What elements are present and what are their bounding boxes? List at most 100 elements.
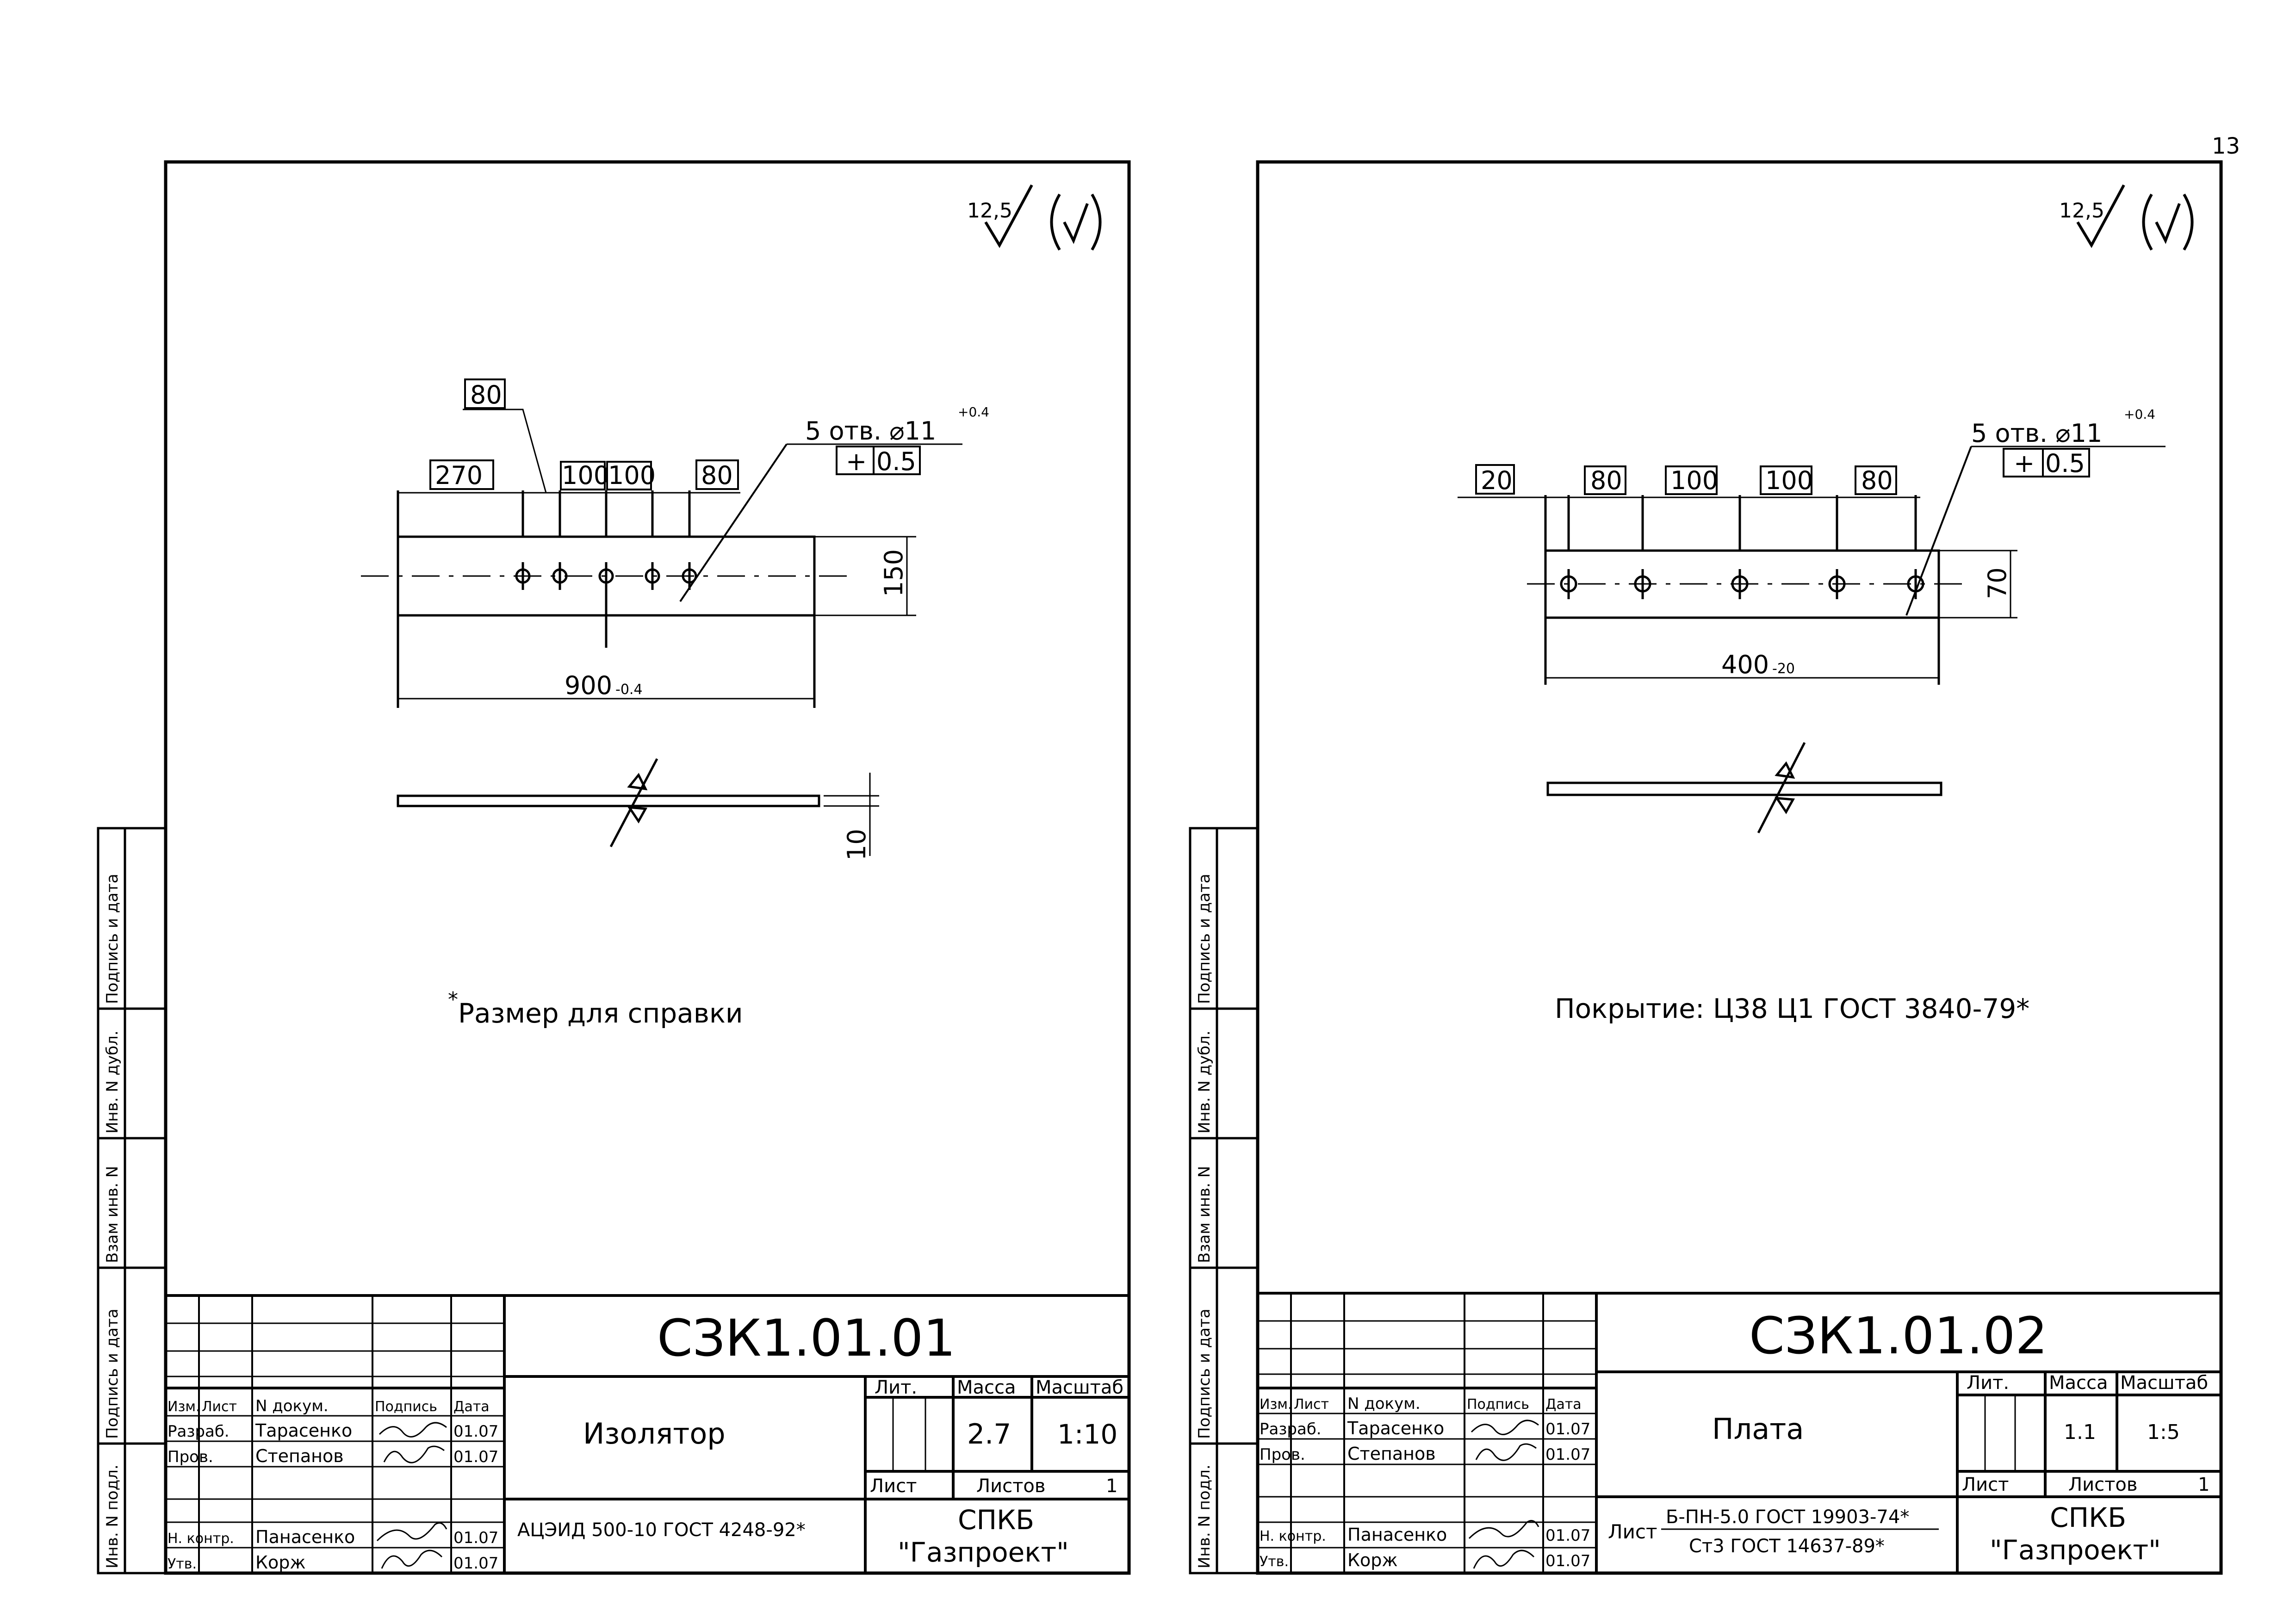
- reference-note-asterisk: *: [448, 988, 458, 1011]
- name-nkontr: Панасенко: [1347, 1525, 1447, 1545]
- role-utv: Утв.: [1260, 1554, 1289, 1570]
- side-stamp-sign-date-1: Подпись и дата: [1195, 1308, 1214, 1439]
- side-stamp-sign-date-2: Подпись и дата: [103, 874, 122, 1004]
- holes-tolerance: +0.4: [958, 404, 989, 420]
- date-utv: 01.07: [453, 1554, 498, 1573]
- mass-label: Масса: [957, 1377, 1016, 1398]
- role-utv: Утв.: [168, 1556, 197, 1572]
- dim-150: 150: [879, 549, 908, 597]
- designation: СЗК1.01.02: [1749, 1306, 2048, 1365]
- left-side-view: [397, 758, 879, 856]
- col-izm: Изм.: [168, 1399, 200, 1415]
- lit-label: Лит.: [875, 1377, 917, 1398]
- right-plate-view: [1458, 446, 2166, 685]
- col-date: Дата: [453, 1399, 490, 1415]
- left-roughness-value: 12,5: [967, 199, 1012, 223]
- holes-tolerance: +0.4: [2124, 407, 2155, 422]
- dim-20: 20: [1481, 466, 1513, 495]
- lit-label: Лит.: [1967, 1372, 2009, 1394]
- side-stamp-inv-dubl: Инв. N дубл.: [1195, 1030, 1214, 1134]
- side-stamp-inv-podl: Инв. N подл.: [103, 1464, 122, 1568]
- col-list: Лист: [202, 1399, 237, 1415]
- material-prefix: Лист: [1608, 1520, 1657, 1543]
- side-stamp-vzam-inv: Взам инв. N: [103, 1166, 122, 1263]
- reference-note: Размер для справки: [458, 998, 743, 1029]
- dim-270: 270: [435, 461, 483, 490]
- role-nkontr: Н. контр.: [1260, 1528, 1326, 1544]
- dim-400: 400: [1721, 650, 1769, 679]
- dim-80-a: 80: [1590, 466, 1622, 495]
- designation: СЗК1.01.01: [657, 1308, 956, 1368]
- col-izm: Изм.: [1260, 1396, 1292, 1413]
- right-roughness-value: 12,5: [2059, 199, 2104, 223]
- left-title-block: [166, 1294, 1129, 1573]
- right-side-view: [1546, 742, 1942, 834]
- left-signatures: [376, 1422, 447, 1569]
- left-sheet: Инв. N подл. Подпись и дата Взам инв. N …: [97, 160, 1131, 1575]
- right-side-stamp: [1189, 827, 1259, 1574]
- right-sheet: Инв. N подл. Подпись и дата Взам инв. N …: [1189, 160, 2223, 1575]
- mass-value: 2.7: [967, 1418, 1011, 1450]
- right-title-block: [1258, 1292, 2221, 1573]
- dim-70: 70: [1983, 567, 2012, 599]
- dim-100-a: 100: [562, 461, 609, 490]
- role-razrab: Разраб.: [1260, 1420, 1322, 1438]
- sheet-label: Лист: [870, 1475, 917, 1497]
- scale-label: Масштаб: [1036, 1377, 1123, 1398]
- col-doc: N докум.: [255, 1397, 329, 1415]
- role-nkontr: Н. контр.: [168, 1531, 234, 1547]
- name-utv: Корж: [255, 1552, 306, 1573]
- holes-note: 5 отв. ⌀11: [1971, 419, 2102, 448]
- col-list: Лист: [1294, 1396, 1329, 1413]
- col-sign: Подпись: [1467, 1396, 1529, 1413]
- dim-900-tolerance: -0.4: [615, 682, 643, 698]
- left-roughness-symbol: [984, 184, 1102, 251]
- position-symbol: +: [2014, 449, 2035, 478]
- org-line-2: "Газпроект": [898, 1537, 1069, 1568]
- material-line-1: Б-ПН-5.0 ГОСТ 19903-74*: [1666, 1506, 1909, 1528]
- date-prov: 01.07: [1545, 1445, 1590, 1464]
- scale-value: 1:10: [1057, 1419, 1117, 1450]
- col-doc: N докум.: [1347, 1395, 1421, 1413]
- date-nkontr: 01.07: [1545, 1526, 1590, 1545]
- role-prov: Пров.: [168, 1448, 213, 1466]
- role-prov: Пров.: [1260, 1445, 1305, 1464]
- dim-80-b: 80: [1861, 466, 1893, 495]
- org-line-2: "Газпроект": [1990, 1534, 2161, 1566]
- name-razrab: Тарасенко: [255, 1420, 352, 1441]
- dim-400-tolerance: -20: [1772, 661, 1795, 677]
- dim-10: 10: [842, 829, 871, 861]
- name-razrab: Тарасенко: [1347, 1418, 1444, 1438]
- coating-note: Покрытие: Ц38 Ц1 ГОСТ 3840-79*: [1555, 993, 2029, 1024]
- holes-note: 5 отв. ⌀11: [805, 416, 936, 446]
- position-value: 0.5: [876, 447, 916, 476]
- col-date: Дата: [1545, 1396, 1582, 1413]
- date-prov: 01.07: [453, 1448, 498, 1466]
- name-utv: Корж: [1347, 1550, 1398, 1570]
- dim-900: 900: [565, 671, 612, 700]
- sheets-value: 1: [2198, 1474, 2209, 1495]
- side-stamp-sign-date-2: Подпись и дата: [1195, 874, 1214, 1004]
- date-utv: 01.07: [1545, 1552, 1590, 1570]
- name-prov: Степанов: [255, 1446, 344, 1466]
- org-line-1: СПКБ: [2050, 1502, 2126, 1533]
- left-plate-view: [361, 409, 962, 708]
- role-razrab: Разраб.: [168, 1422, 230, 1441]
- position-symbol: +: [846, 447, 867, 476]
- name-prov: Степанов: [1347, 1444, 1436, 1464]
- col-sign: Подпись: [375, 1399, 437, 1415]
- date-razrab: 01.07: [453, 1422, 498, 1441]
- org-line-1: СПКБ: [958, 1504, 1034, 1536]
- side-stamp-vzam-inv: Взам инв. N: [1195, 1166, 1214, 1263]
- material-line-2: Ст3 ГОСТ 14637-89*: [1689, 1536, 1885, 1557]
- dim-100-b: 100: [1765, 466, 1813, 495]
- right-roughness-symbol: [2076, 184, 2194, 251]
- scale-label: Масштаб: [2120, 1372, 2208, 1394]
- sheets-value: 1: [1106, 1475, 1117, 1497]
- dim-80: 80: [701, 461, 733, 490]
- dim-100-b: 100: [608, 461, 656, 490]
- date-nkontr: 01.07: [453, 1529, 498, 1547]
- part-name: Плата: [1712, 1412, 1804, 1446]
- mass-label: Масса: [2049, 1372, 2108, 1394]
